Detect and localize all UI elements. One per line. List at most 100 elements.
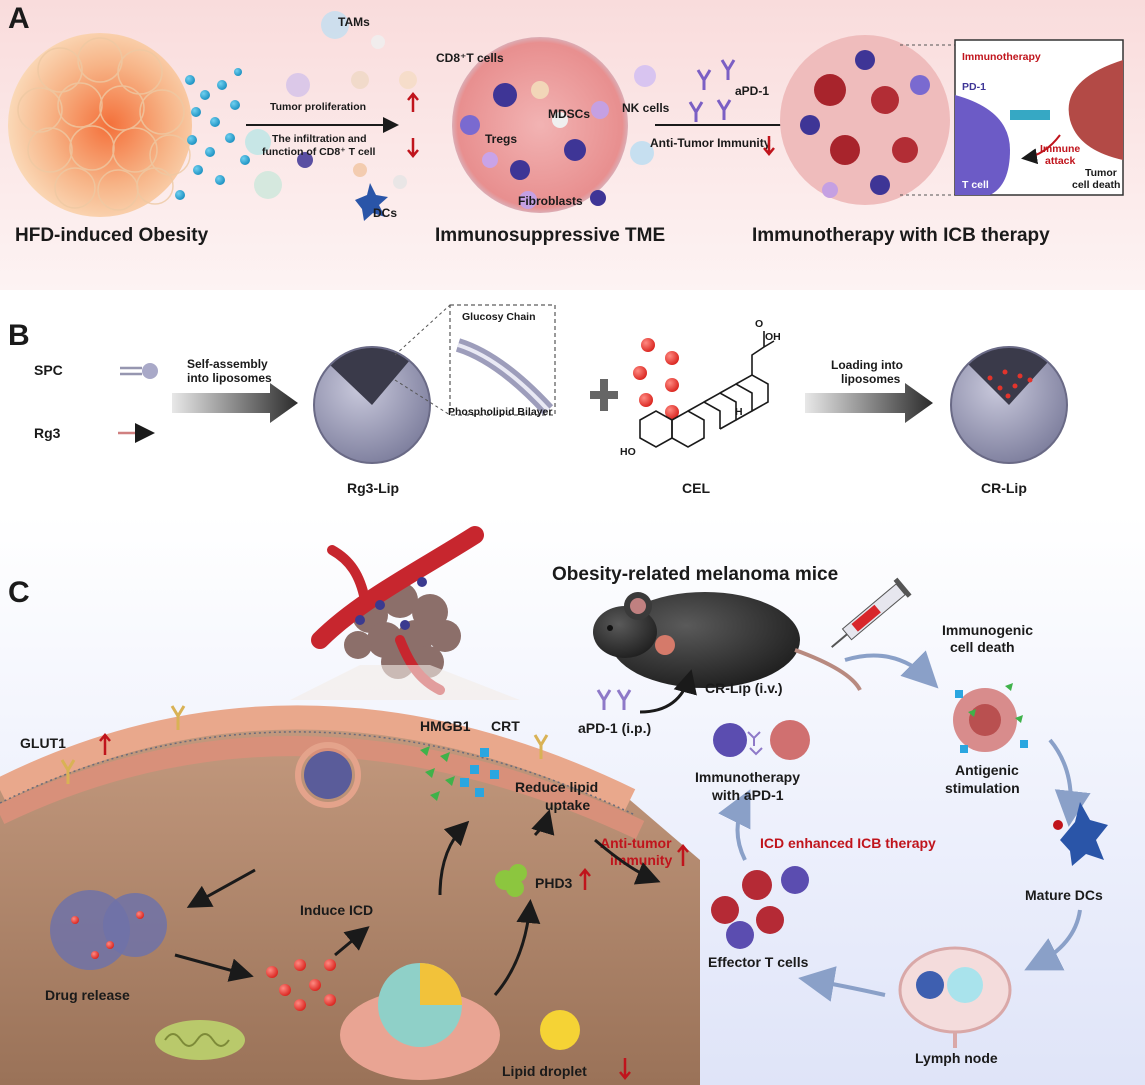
caption-cel: CEL [682, 480, 710, 496]
inset-t-cell [955, 95, 1010, 195]
tumor-cell-cytoplasm [0, 717, 700, 1085]
label-mdscs: MDSCs [548, 107, 590, 121]
arrow-to-release [186, 868, 256, 908]
mature-dc-icon [1060, 802, 1108, 866]
crlip-route: CR-Lip (i.v.) [705, 680, 783, 696]
panel-a-letter: A [8, 2, 30, 35]
label-tumor-proliferation: Tumor proliferation [270, 101, 366, 113]
cell-membrane-inner [0, 736, 645, 840]
bilayer-curve [455, 338, 554, 415]
arrow-nucleus-to-phd3 [493, 899, 541, 996]
label-bilayer: Phospholipid Bilayer [448, 406, 552, 418]
phd3-icon [495, 864, 527, 897]
apd1-injection-arrow [639, 669, 697, 714]
effector-t-cells [711, 866, 809, 949]
label-icd-enhanced: ICD enhanced ICB therapy [760, 835, 936, 851]
tme-tumor [452, 37, 628, 213]
hmgb1-icons [420, 746, 455, 801]
label-tams: TAMs [338, 15, 370, 29]
tumor-vessel-illustration [311, 526, 484, 695]
mice-title: Obesity-related melanoma mice [552, 564, 838, 585]
label-antigenic-2: stimulation [945, 780, 1020, 796]
cycle-arrow-4 [798, 966, 886, 1002]
label-cel-oh: OH [765, 331, 781, 343]
label-cel-h: H [735, 406, 743, 418]
endocytosed-liposome [304, 751, 352, 799]
label-nk-cells: NK cells [622, 101, 670, 115]
arrow-icd-to-damps [438, 820, 470, 896]
lipid-down-icon [619, 1058, 631, 1080]
arrow-to-icd [334, 926, 370, 957]
lymph-node-icon [898, 946, 1012, 1048]
antibody-icons [688, 59, 736, 122]
label-phd3: PHD3 [535, 875, 573, 891]
free-drug-beads [266, 959, 336, 1011]
fatty-acid-dots [175, 68, 250, 200]
label-pd1: PD-1 [962, 81, 986, 93]
phd3-up-icon [579, 868, 591, 890]
floating-immune-cells [245, 11, 417, 199]
assembly-arrow [172, 383, 298, 423]
bilayer-zoom-box [449, 304, 556, 416]
label-immunotherapy-inset: Immunotherapy [962, 51, 1041, 63]
label-loading-2: liposomes [841, 372, 901, 386]
label-induce-icd: Induce ICD [300, 902, 373, 918]
down-arrow-icon-2 [763, 136, 775, 156]
label-reduce-2: uptake [545, 797, 590, 813]
label-reduce-1: Reduce lipid [515, 779, 598, 795]
mitochondrion-icon [155, 1020, 245, 1060]
nucleus-illustration [340, 963, 500, 1080]
label-hmgb1: HMGB1 [420, 718, 471, 734]
label-lymph-node: Lymph node [915, 1050, 998, 1066]
label-immune-attack-2: attack [1045, 155, 1076, 167]
label-tregs: Tregs [485, 132, 517, 146]
label-infiltration-2: function of CD8⁺ T cell [262, 146, 376, 158]
label-spc: SPC [34, 362, 63, 378]
drug-release-illustration [50, 890, 167, 970]
lipid-droplet-icon [540, 1010, 580, 1050]
label-icd-1: Immunogenic [942, 622, 1033, 638]
crt-icons [460, 748, 499, 797]
label-immuno-2: with aPD-1 [711, 787, 784, 803]
label-lipid-droplet: Lipid droplet [502, 1063, 587, 1079]
label-tumor-death-1: Tumor [1085, 167, 1117, 179]
down-arrow-icon [407, 138, 419, 158]
label-cel-o: O [755, 318, 763, 330]
immunotherapy-synapse [713, 720, 810, 760]
cycle-arrow-3 [1024, 909, 1082, 971]
label-infiltration-1: The infiltration and [272, 133, 367, 145]
mouse-illustration [593, 592, 862, 692]
icb-cells [800, 50, 930, 198]
panel-c-letter: C [8, 576, 30, 609]
rg3-lip-liposome [313, 346, 431, 464]
up-arrow-icon [407, 92, 419, 112]
label-tumor-death-2: cell death [1072, 179, 1120, 191]
anti-tumor-arrow [594, 838, 661, 885]
label-t-cell: T cell [962, 179, 989, 191]
vesicle-membrane [295, 742, 361, 808]
cr-lip-liposome [950, 346, 1068, 464]
anti-tumor-up-icon [677, 844, 689, 866]
label-anti-tumor: Anti-Tumor Immunity [650, 136, 771, 150]
panel-b-letter: B [8, 319, 30, 352]
label-dcs: DCs [373, 206, 397, 220]
arrow-phd3-to-uptake [531, 809, 555, 837]
label-cd8-cells: CD8⁺T cells [436, 51, 504, 65]
label-mature-dcs: Mature DCs [1025, 887, 1103, 903]
label-cel-ho: HO [620, 446, 636, 458]
spc-icon [120, 363, 158, 379]
label-icd-2: cell death [950, 639, 1015, 655]
label-immuno-1: Immunotherapy [695, 769, 800, 785]
apd1-route: aPD-1 (i.p.) [578, 720, 651, 736]
dying-tumor-cell [953, 683, 1028, 753]
dc-cell-icon [355, 183, 388, 221]
inset-tumor-cell [1068, 60, 1123, 160]
cycle-arrow-5 [718, 789, 751, 861]
apd1-antibody-icons [596, 689, 632, 710]
label-anti-tumor-1: Anti-tumor [600, 835, 672, 851]
cell-membrane-outer [0, 705, 636, 811]
cel-structure [639, 331, 775, 448]
label-glucosy: Glucosy Chain [462, 311, 536, 323]
bilayer-core [457, 343, 550, 412]
